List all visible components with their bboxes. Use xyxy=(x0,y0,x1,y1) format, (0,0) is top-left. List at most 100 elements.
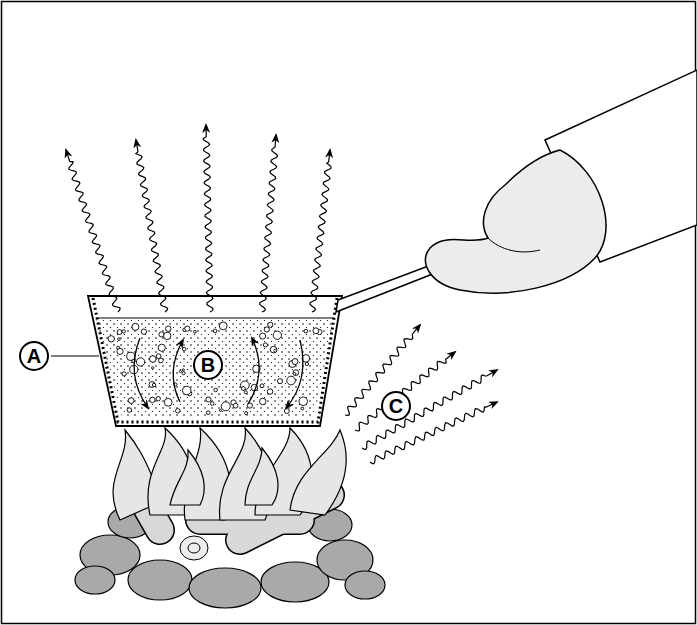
bubble xyxy=(132,323,139,330)
heat-wave-arrow xyxy=(355,352,455,431)
bubble xyxy=(287,376,296,385)
bubble xyxy=(158,344,165,351)
bubble xyxy=(122,330,125,333)
heat-wave-arrow xyxy=(260,135,278,312)
bubble xyxy=(268,322,273,327)
bubble xyxy=(182,347,186,351)
bubble xyxy=(182,372,185,375)
bubble xyxy=(182,386,191,395)
callout-letter: A xyxy=(27,346,41,366)
bubble xyxy=(219,322,227,330)
bubble xyxy=(263,343,267,347)
flame xyxy=(290,430,346,515)
bubble xyxy=(304,329,308,333)
log-ring xyxy=(188,543,200,553)
callout-circle: A xyxy=(19,341,49,371)
bubble xyxy=(185,326,190,331)
stone xyxy=(75,566,115,594)
callout-letter: C xyxy=(389,396,403,416)
callout-circle: C xyxy=(381,391,411,421)
bubble xyxy=(152,367,154,369)
bubble xyxy=(166,326,171,331)
bubble xyxy=(293,372,296,375)
bubble xyxy=(152,383,155,386)
bubble xyxy=(260,398,266,404)
bubble xyxy=(273,331,281,339)
bubble xyxy=(127,408,132,413)
pan-wall-dots xyxy=(93,298,337,422)
bubble xyxy=(277,379,282,384)
heat-wave-arrow xyxy=(362,370,497,449)
bubble xyxy=(159,358,164,363)
bubble xyxy=(128,398,134,404)
convection-arrow xyxy=(286,340,303,408)
bubble xyxy=(313,328,319,334)
bubble xyxy=(210,402,214,406)
bubble xyxy=(206,397,211,402)
stone xyxy=(128,560,192,600)
mitt xyxy=(425,150,606,293)
bubble xyxy=(219,409,221,411)
leader-line xyxy=(51,355,99,356)
heat-wave-arrow xyxy=(203,125,213,312)
bubble xyxy=(267,389,273,395)
bubble xyxy=(214,388,218,392)
bubble xyxy=(244,391,247,394)
campfire xyxy=(113,428,346,560)
mitt-seam xyxy=(488,238,540,252)
convection-arrow xyxy=(173,340,183,402)
bubble xyxy=(150,397,155,402)
heat-waves xyxy=(66,125,497,464)
convection-arrow xyxy=(248,338,259,404)
stone xyxy=(345,571,385,599)
bubble xyxy=(293,370,299,376)
bubble xyxy=(182,369,184,371)
bubble xyxy=(241,387,245,391)
oven-mitt xyxy=(425,70,697,293)
heat-wave-arrow xyxy=(66,150,120,312)
pan-rim xyxy=(88,295,342,297)
fire-stones xyxy=(75,506,385,608)
liquid xyxy=(96,318,334,418)
bubble xyxy=(164,398,172,406)
callout-circle: B xyxy=(193,350,223,380)
bubble xyxy=(122,372,126,376)
bubble xyxy=(149,356,156,363)
bubble xyxy=(213,329,217,333)
bubble xyxy=(301,407,304,410)
bubble xyxy=(206,411,210,415)
heat-wave-arrow xyxy=(310,150,331,312)
bubble xyxy=(305,362,308,365)
heat-wave-arrow xyxy=(136,140,168,312)
bubble xyxy=(117,348,123,354)
bubble xyxy=(264,327,269,332)
bubble xyxy=(260,384,264,388)
bubble xyxy=(179,370,181,372)
liquid-surface xyxy=(96,317,334,318)
bubble xyxy=(233,403,238,408)
bubble xyxy=(156,397,160,401)
bubble xyxy=(117,330,122,335)
bubble xyxy=(141,329,146,334)
bubble xyxy=(245,412,248,415)
stone xyxy=(189,568,261,608)
convection-arrow xyxy=(134,338,148,408)
callout-letter: B xyxy=(201,355,215,375)
bubble xyxy=(292,359,298,365)
bubble xyxy=(175,409,179,413)
bubble xyxy=(221,402,230,411)
flame xyxy=(245,448,278,505)
bubble xyxy=(260,333,266,339)
bubble xyxy=(194,330,197,333)
bubble xyxy=(241,381,250,390)
pan xyxy=(88,256,458,426)
pan-body xyxy=(88,296,342,426)
bubble xyxy=(136,358,144,366)
bubble xyxy=(164,332,171,339)
bubble xyxy=(299,397,307,405)
bubble xyxy=(270,346,277,353)
bubble xyxy=(284,409,289,414)
flame xyxy=(170,450,204,505)
